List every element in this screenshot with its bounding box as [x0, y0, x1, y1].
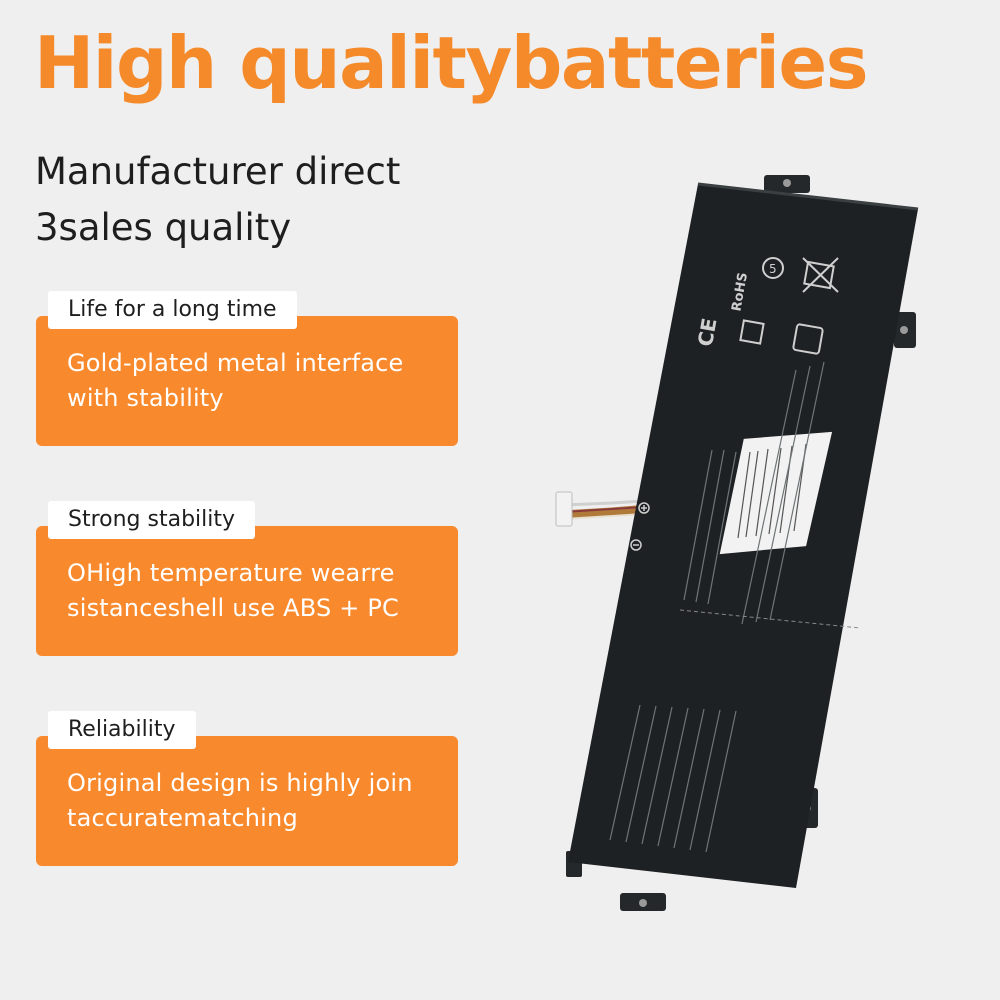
- feature-card-3: Original design is highly join taccurate…: [36, 736, 458, 866]
- certification-icons: 5: [739, 257, 839, 355]
- headline: High qualitybatteries: [34, 21, 869, 105]
- feature-tag-3: Reliability: [48, 711, 196, 749]
- polarity-icons: [630, 502, 650, 551]
- rohs-mark: RoHS: [729, 271, 751, 312]
- feature-tag-1: Life for a long time: [48, 291, 297, 329]
- subheadline-line-1: Manufacturer direct: [35, 150, 401, 193]
- subheadline-line-2: 3sales quality: [35, 206, 292, 249]
- battery-label: RoHS CE: [693, 271, 751, 348]
- feature-text-1: Gold-plated metal interface with stabili…: [67, 349, 404, 412]
- feature-text-3: Original design is highly join taccurate…: [67, 769, 413, 832]
- ce-mark: CE: [693, 316, 722, 348]
- feature-card-2: OHigh temperature wearre sistanceshell u…: [36, 526, 458, 656]
- recycle-box-icon: [792, 323, 824, 355]
- svg-text:5: 5: [769, 262, 777, 276]
- fine-print: [609, 361, 825, 853]
- weee-bin-icon: [802, 257, 839, 293]
- feature-tag-2: Strong stability: [48, 501, 256, 539]
- ccc-mark-icon: [739, 319, 765, 345]
- feature-card-1: Gold-plated metal interface with stabili…: [36, 316, 458, 446]
- feature-text-2: OHigh temperature wearre sistanceshell u…: [67, 559, 400, 622]
- recycle-5-icon: [762, 257, 784, 279]
